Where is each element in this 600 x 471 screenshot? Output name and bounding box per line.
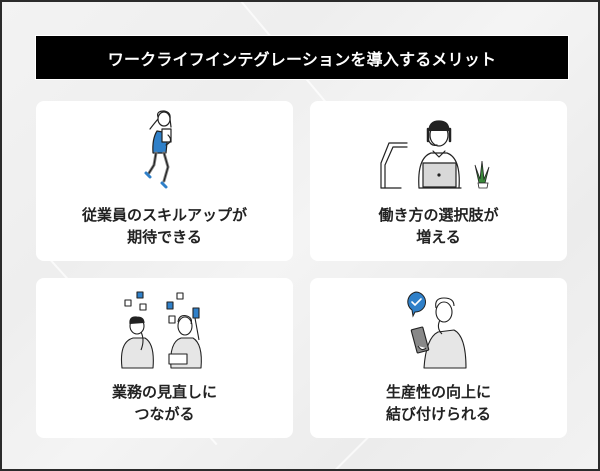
merit-card-skill-up: 従業員のスキルアップが 期待できる (36, 101, 293, 261)
remote-worker-laptop-illustration-icon (310, 109, 567, 197)
merit-label-line: 結び付けられる (385, 405, 491, 423)
merit-label-line: つながる (134, 405, 195, 423)
merit-label-line: 従業員のスキルアップが (81, 206, 247, 224)
jumping-woman-illustration-icon (36, 109, 293, 197)
merit-label: 従業員のスキルアップが 期待できる (36, 204, 293, 248)
merit-card-work-options: 働き方の選択肢が 増える (310, 101, 567, 261)
merit-label-line: 生産性の向上に (385, 383, 491, 401)
merit-label-line: 業務の見直しに (111, 383, 217, 401)
page-title: ワークライフインテグレーションを導入するメリット (107, 49, 497, 69)
title-banner: ワークライフインテグレーションを導入するメリット (35, 35, 569, 80)
merit-label-line: 働き方の選択肢が (378, 206, 499, 224)
merit-label-line: 期待できる (127, 228, 202, 246)
merit-label: 業務の見直しに つながる (36, 381, 293, 425)
merit-label-line: 増える (416, 228, 461, 246)
merit-label: 働き方の選択肢が 増える (310, 204, 567, 248)
merit-card-work-review: 業務の見直しに つながる (36, 278, 293, 438)
two-people-discussing-illustration-icon (36, 286, 293, 374)
merit-label: 生産性の向上に 結び付けられる (310, 381, 567, 425)
man-with-tablet-checkmark-illustration-icon (310, 286, 567, 374)
merit-card-productivity: 生産性の向上に 結び付けられる (310, 278, 567, 438)
